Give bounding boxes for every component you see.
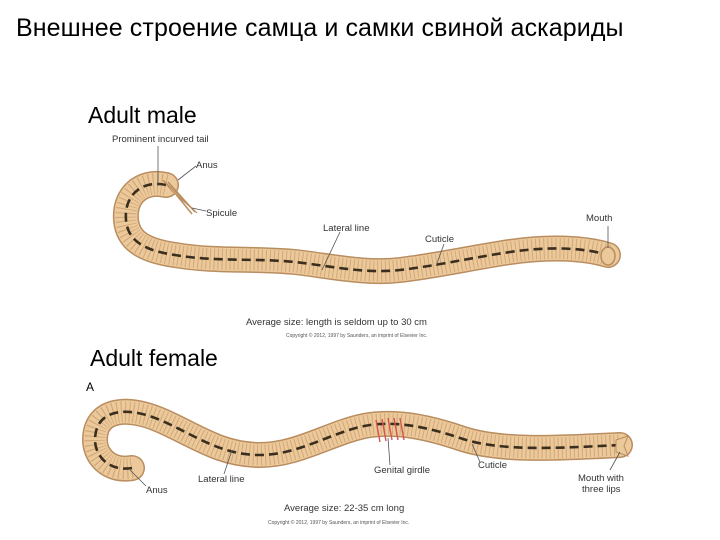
- female-heading: Adult female: [90, 345, 218, 371]
- label-female-cuticle: Cuticle: [478, 460, 508, 471]
- label-prominent-incurved-tail: Prominent incurved tail: [112, 134, 209, 145]
- label-mouth: Mouth: [586, 213, 613, 224]
- leader-male-lateral-line: [321, 231, 341, 271]
- slide-title: Внешнее строение самца и самки свиной ас…: [16, 14, 624, 42]
- label-mouth-line1: Mouth with: [578, 473, 624, 484]
- male-worm: [126, 180, 615, 271]
- leader-genital-girdle: [387, 437, 391, 466]
- label-female-anus: Anus: [146, 485, 168, 496]
- leader-male-anus: [177, 165, 197, 181]
- label-mouth-with-three-lips: Mouth with three lips: [578, 473, 624, 495]
- figure-letter: A: [86, 380, 95, 394]
- male-heading: Adult male: [88, 102, 197, 128]
- female-copyright: Copyright © 2012, 1997 by Saunders, an i…: [268, 520, 410, 526]
- female-worm: [95, 412, 628, 469]
- male-size-note: Average size: length is seldom up to 30 …: [246, 317, 427, 328]
- female-mouth-shape: [615, 435, 629, 457]
- male-mouth-shape: [600, 246, 616, 266]
- label-genital-girdle: Genital girdle: [374, 465, 430, 476]
- leader-female-cuticle: [471, 443, 481, 463]
- label-male-lateral-line: Lateral line: [323, 223, 370, 234]
- label-male-cuticle: Cuticle: [425, 234, 455, 245]
- label-female-lateral-line: Lateral line: [198, 474, 245, 485]
- leader-female-lateral-line: [223, 449, 233, 475]
- label-spicule: Spicule: [206, 208, 238, 219]
- leader-spicule: [191, 207, 207, 212]
- label-male-anus: Anus: [196, 160, 218, 171]
- genital-girdle-shape: [375, 417, 405, 443]
- label-mouth-line2: three lips: [582, 484, 621, 495]
- leader-female-anus: [129, 469, 147, 487]
- leader-male-cuticle: [435, 243, 445, 267]
- female-size-note: Average size: 22-35 cm long: [284, 503, 405, 514]
- male-copyright: Copyright © 2012, 1997 by Saunders, an i…: [286, 333, 428, 339]
- leader-female-mouth: [609, 451, 621, 471]
